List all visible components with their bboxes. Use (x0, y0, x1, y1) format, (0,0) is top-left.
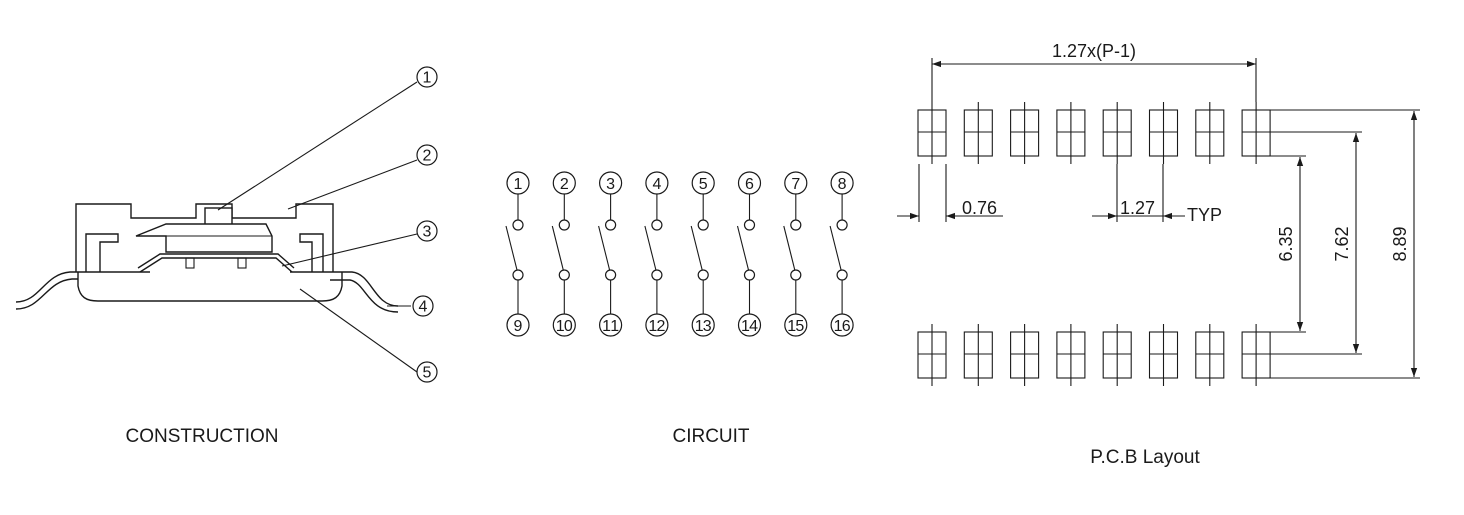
circuit-switch (783, 194, 802, 314)
circuit-switch (551, 194, 570, 314)
circuit-section: CIRCUIT 1 9 2 10 3 11 4 12 5 13 6 14 7 15 8 16 (505, 171, 854, 447)
pcb-pad (1010, 324, 1040, 386)
circuit-pin-bottom: 12 (645, 313, 669, 337)
pin-label: 8 (838, 176, 847, 193)
dim-inner: 6.35 (1276, 226, 1296, 261)
circuit-pin-bottom: 13 (691, 313, 715, 337)
dim-pitch: 1.27 (1120, 198, 1155, 218)
circuit-pin-bottom: 10 (552, 313, 576, 337)
circuit-pin-top: 5 (691, 171, 715, 195)
pcb-pad (917, 102, 947, 164)
circuit-pin-top: 7 (784, 171, 808, 195)
pin-label: 14 (741, 318, 758, 335)
circuit-switch (505, 194, 524, 314)
circuit-pin-bottom: 9 (506, 313, 530, 337)
circuit-pin-top: 3 (598, 171, 623, 195)
pin-label: 6 (745, 176, 754, 193)
pcb-pad (1056, 102, 1086, 164)
circuit-switch (690, 194, 709, 314)
construction-section: 1 2 3 4 5 CONSTRUCTION (15, 66, 438, 447)
pin-label: 13 (695, 318, 712, 335)
circuit-switch (598, 194, 617, 314)
pin-label: 15 (787, 318, 804, 335)
circuit-caption: CIRCUIT (672, 426, 749, 447)
callout-4: 4 (412, 295, 434, 317)
callout-3: 3 (416, 220, 438, 242)
pcb-pad (1148, 324, 1179, 386)
circuit-pin-bottom: 11 (598, 313, 623, 337)
construction-caption: CONSTRUCTION (125, 426, 278, 447)
pcb-pad (1195, 324, 1225, 386)
pin-label: 9 (514, 318, 523, 335)
svg-text:2: 2 (423, 148, 432, 165)
pin-label: 5 (699, 176, 708, 193)
pcb-pad (963, 102, 993, 164)
pin-label: 4 (652, 176, 661, 193)
pin-label: 3 (606, 176, 615, 193)
circuit-pin-bottom: 15 (784, 313, 808, 337)
pcb-pad (1148, 102, 1179, 164)
dim-center: 7.62 (1332, 226, 1352, 261)
pcb-pad (963, 324, 993, 386)
circuit-pin-top: 4 (645, 171, 669, 195)
dim-pad-width: 0.76 (962, 198, 997, 218)
pcb-layout-section: 1.27x(P-1) 0.76 1.27 TYP 6.35 7.62 8.89 … (897, 41, 1420, 468)
dim-span: 1.27x(P-1) (1052, 41, 1136, 61)
pin-label: 11 (602, 318, 619, 335)
dim-pitch-note: TYP (1187, 205, 1222, 225)
pcb-pad (1241, 102, 1271, 164)
circuit-pin-top: 2 (552, 171, 576, 195)
svg-text:4: 4 (419, 299, 428, 316)
circuit-switch (644, 194, 663, 314)
pin-label: 12 (648, 318, 665, 335)
switch-cross-section (15, 203, 399, 313)
dim-outer: 8.89 (1390, 226, 1410, 261)
callout-5: 5 (416, 361, 438, 383)
pin-label: 16 (834, 318, 851, 335)
pin-label: 1 (514, 176, 523, 193)
circuit-pin-top: 1 (506, 171, 530, 195)
pin-label: 2 (560, 176, 569, 193)
pcb-pad (1056, 324, 1086, 386)
circuit-switch (829, 194, 848, 314)
circuit-pin-top: 6 (737, 171, 762, 195)
circuit-switch (736, 194, 756, 314)
pin-label: 7 (791, 176, 800, 193)
pcb-pad (917, 324, 947, 386)
pcb-pad (1010, 102, 1040, 164)
pcb-caption: P.C.B Layout (1090, 447, 1200, 468)
pcb-pad (1195, 102, 1225, 164)
pcb-pad (1241, 324, 1271, 386)
svg-text:3: 3 (423, 224, 432, 241)
pcb-pad (1102, 102, 1132, 164)
circuit-pin-top: 8 (830, 171, 854, 195)
callout-1: 1 (416, 66, 438, 88)
pin-label: 10 (556, 318, 573, 335)
svg-text:5: 5 (423, 365, 432, 382)
pcb-pad (1102, 324, 1132, 386)
callout-2: 2 (416, 144, 438, 166)
svg-text:1: 1 (423, 70, 432, 87)
circuit-pin-bottom: 14 (737, 313, 762, 337)
circuit-pin-bottom: 16 (830, 313, 854, 337)
